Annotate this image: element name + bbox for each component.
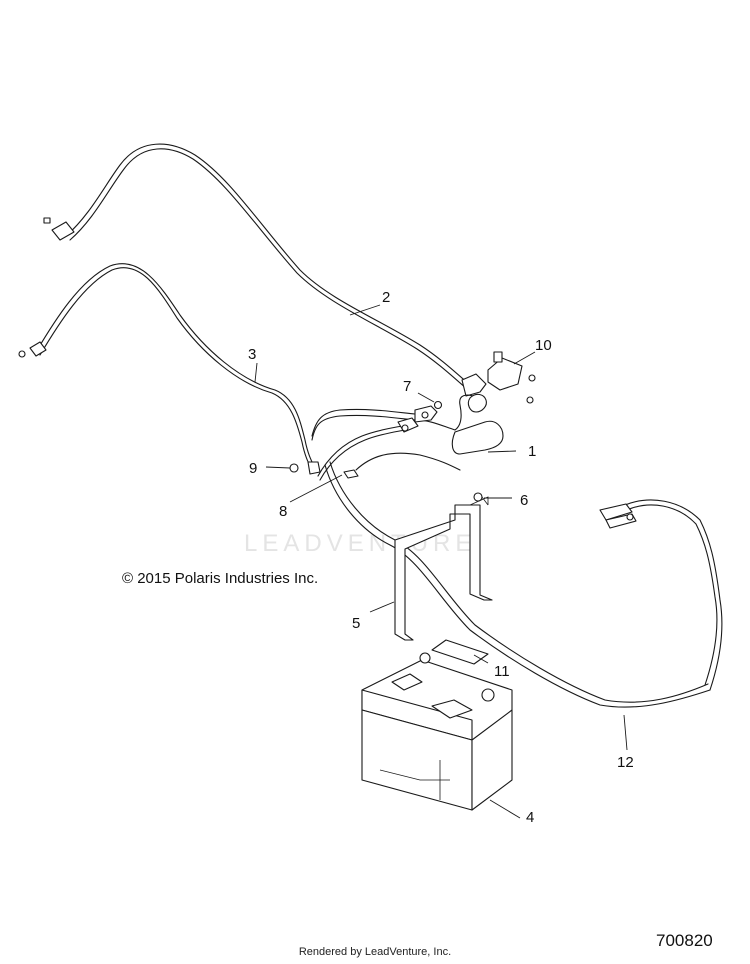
bolt-8[interactable]	[343, 469, 359, 479]
battery-4[interactable]	[361, 652, 513, 811]
callout-8: 8	[279, 503, 287, 520]
label-11[interactable]	[431, 639, 489, 665]
callout-6: 6	[520, 492, 528, 509]
callout-9: 9	[249, 460, 257, 477]
cable-3[interactable]	[18, 263, 321, 475]
callout-4: 4	[526, 809, 534, 826]
copyright-notice: © 2015 Polaris Industries Inc.	[122, 570, 319, 587]
diagram-number: 700820	[656, 931, 713, 950]
harness-12[interactable]	[324, 452, 723, 708]
cable-2[interactable]	[43, 143, 487, 397]
cable-1[interactable]	[311, 393, 504, 455]
bracket-5[interactable]	[394, 496, 493, 641]
nut-7[interactable]	[433, 400, 443, 410]
callout-5: 5	[352, 615, 360, 632]
callout-11: 11	[494, 663, 510, 680]
callout-12: 12	[617, 754, 634, 771]
positive-lead[interactable]	[317, 417, 419, 481]
callout-7: 7	[403, 378, 411, 395]
callout-2: 2	[382, 289, 390, 306]
nut-9[interactable]	[289, 463, 299, 473]
bolt-6[interactable]	[473, 492, 489, 506]
callout-1: 1	[528, 443, 536, 460]
solenoid-10[interactable]	[487, 351, 536, 404]
callout-10: 10	[535, 337, 552, 354]
rendered-by-footer: Rendered by LeadVenture, Inc.	[298, 946, 452, 958]
callout-3: 3	[248, 346, 256, 363]
